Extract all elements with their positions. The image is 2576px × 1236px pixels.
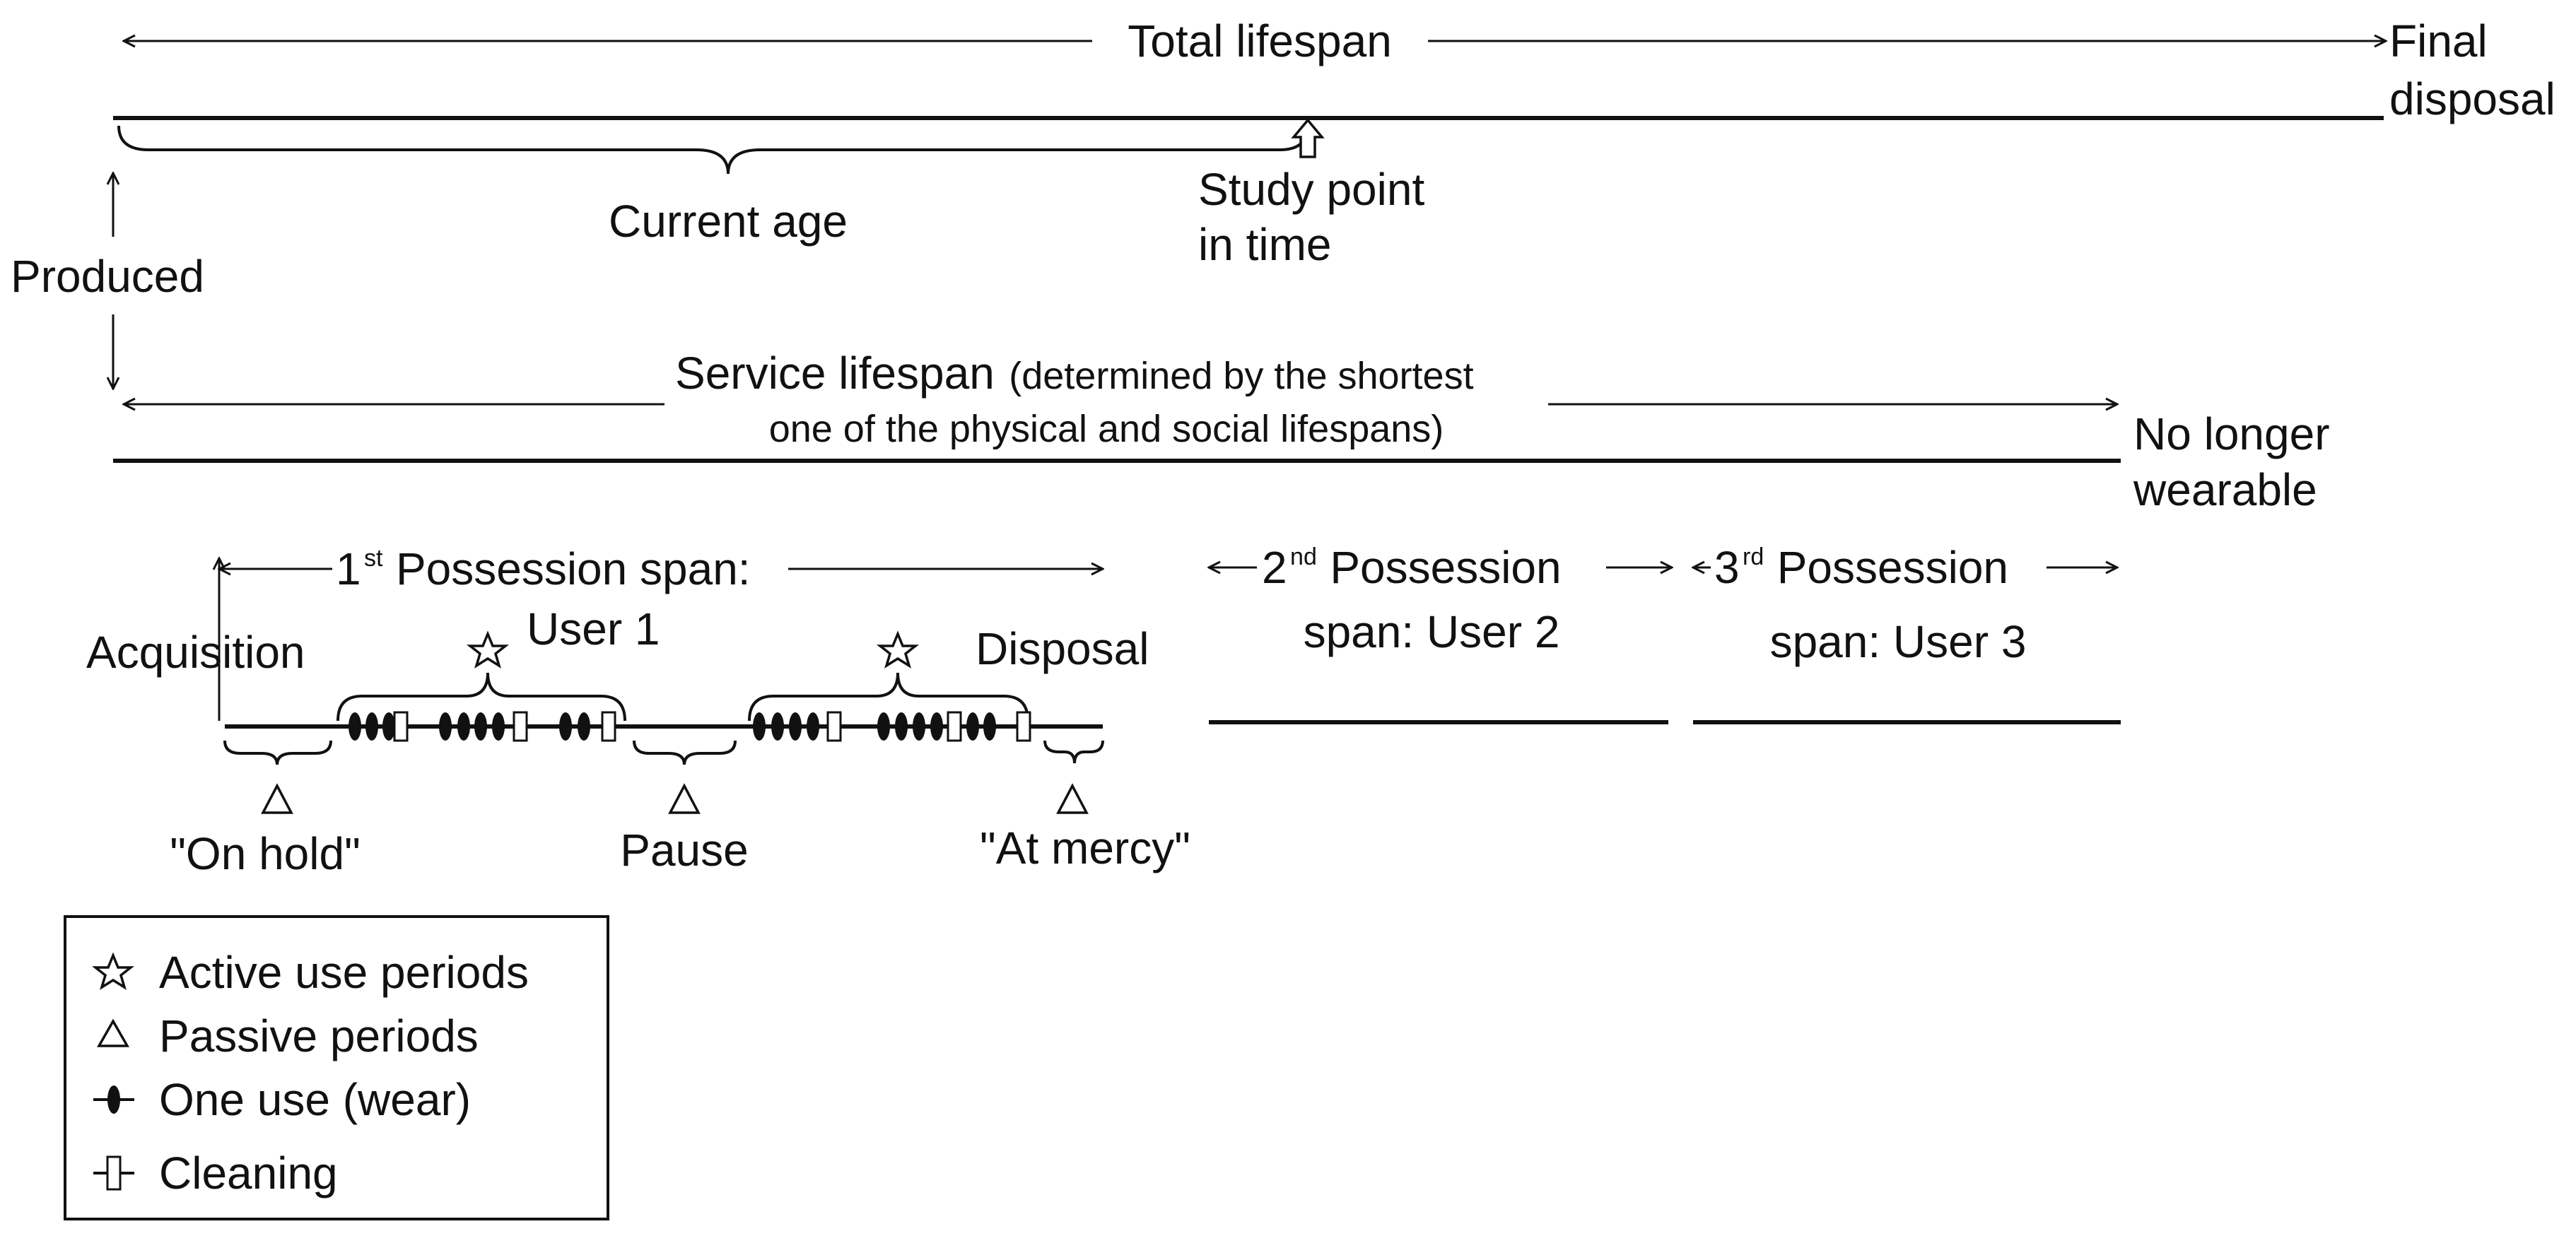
user-1-label: User 1: [527, 604, 660, 654]
pause-label: Pause: [620, 825, 748, 876]
cleaning-mark-icon: [513, 711, 528, 742]
service-lifespan-label: Service lifespan: [675, 348, 995, 399]
possession-1-title: 1 st Possession span:: [336, 543, 751, 594]
use-mark-icon: [966, 712, 979, 741]
legend-triangle-icon: [96, 1018, 130, 1047]
use-mark-icon: [930, 712, 943, 741]
possession-3-num: 3: [1714, 542, 1740, 593]
cleaning-mark-icon: [1016, 711, 1031, 742]
no-longer-wearable-label-1: No longer: [2133, 408, 2330, 459]
possession-span-2: 2 nd Possession span: User 2: [1209, 542, 1672, 724]
on-hold-triangle-icon: [261, 783, 293, 814]
cleaning-mark-icon: [601, 711, 616, 742]
on-hold-label: "On hold": [170, 828, 361, 879]
user-3-label: span: User 3: [1770, 616, 2027, 667]
no-longer-wearable-label-2: wearable: [2133, 464, 2317, 515]
final-disposal-label-1: Final: [2389, 16, 2488, 66]
use-mark-icon: [895, 712, 908, 741]
use-mark-icon: [877, 712, 890, 741]
active-period-1-brace: [336, 672, 626, 722]
study-point-arrow-icon: [1291, 118, 1325, 158]
use-mark-icon: [559, 712, 572, 741]
service-lifespan-note-1: (determined by the shortest: [1009, 355, 1473, 397]
possession-span-1: 1 st Possession span: User 1 Acquisition…: [86, 543, 1190, 879]
use-mark-icon: [382, 712, 395, 741]
total-lifespan: Total lifespan Final disposal: [113, 16, 2555, 124]
use-mark-icon: [807, 712, 819, 741]
active-period-2-star-icon: [876, 630, 920, 669]
cleaning-mark-icon: [947, 711, 962, 742]
active-period-2-brace: [748, 672, 1029, 722]
current-age: Current age: [117, 125, 1309, 247]
possession-2-num: 2: [1262, 542, 1287, 593]
use-mark-icon: [492, 712, 505, 741]
legend: Active use periods Passive periods One u…: [64, 915, 609, 1220]
acquisition-label: Acquisition: [86, 627, 305, 678]
use-mark-icon: [578, 712, 590, 741]
possession-1-num: 1: [336, 543, 361, 594]
produced: Produced: [11, 173, 204, 389]
final-disposal-label-2: disposal: [2389, 73, 2555, 124]
use-mark-icon: [983, 712, 996, 741]
possession-2-title: 2 nd Possession: [1262, 542, 1562, 593]
at-mercy-triangle-icon: [1056, 783, 1089, 814]
pause-brace: [633, 740, 737, 765]
use-mark-icon: [789, 712, 802, 741]
active-period-1-star-icon: [466, 630, 510, 669]
current-age-label: Current age: [609, 196, 848, 247]
at-mercy-brace: [1043, 740, 1104, 764]
possession-1-sup: st: [364, 545, 383, 572]
service-lifespan-title: Service lifespan (determined by the shor…: [675, 348, 1474, 399]
legend-item-cleaning: Cleaning: [159, 1148, 338, 1199]
legend-use-mark-icon: [93, 1085, 134, 1114]
use-mark-icon: [771, 712, 784, 741]
use-mark-icon: [439, 712, 452, 741]
use-mark-icon: [913, 712, 925, 741]
disposal-label: Disposal: [976, 623, 1149, 674]
possession-3-title: 3 rd Possession: [1714, 542, 2008, 593]
possession-span-3: 3 rd Possession span: User 3: [1693, 542, 2121, 724]
use-mark-icon: [349, 712, 361, 741]
possession-3-label: Possession: [1777, 542, 2008, 593]
pause-triangle-icon: [668, 783, 701, 814]
service-lifespan: Service lifespan (determined by the shor…: [113, 348, 2330, 515]
service-lifespan-note-2: one of the physical and social lifespans…: [769, 408, 1444, 450]
cleaning-mark-icon: [393, 711, 409, 742]
legend-item-passive: Passive periods: [159, 1011, 479, 1061]
possession-3-sup: rd: [1743, 543, 1764, 570]
legend-cleaning-mark-icon: [93, 1155, 134, 1191]
study-point-label-1: Study point: [1198, 164, 1424, 215]
study-point: Study point in time: [1198, 118, 1424, 270]
use-mark-icon: [457, 712, 470, 741]
legend-box: [64, 915, 609, 1220]
total-lifespan-label: Total lifespan: [1128, 16, 1392, 66]
use-mark-icon: [753, 712, 766, 741]
on-hold-brace: [223, 740, 332, 765]
legend-star-icon: [91, 952, 135, 990]
use-mark-icon: [474, 712, 487, 741]
possession-2-label: Possession: [1330, 542, 1561, 593]
use-mark-icon: [365, 712, 378, 741]
study-point-label-2: in time: [1198, 219, 1332, 270]
cleaning-mark-icon: [826, 711, 842, 742]
user-2-label: span: User 2: [1304, 606, 1560, 657]
possession-2-sup: nd: [1290, 543, 1317, 570]
legend-item-use: One use (wear): [159, 1074, 471, 1125]
at-mercy-label: "At mercy": [980, 823, 1190, 873]
produced-label: Produced: [11, 251, 204, 302]
possession-1-label: Possession span:: [396, 543, 751, 594]
legend-item-active: Active use periods: [159, 947, 529, 998]
current-age-brace: [117, 125, 1309, 175]
